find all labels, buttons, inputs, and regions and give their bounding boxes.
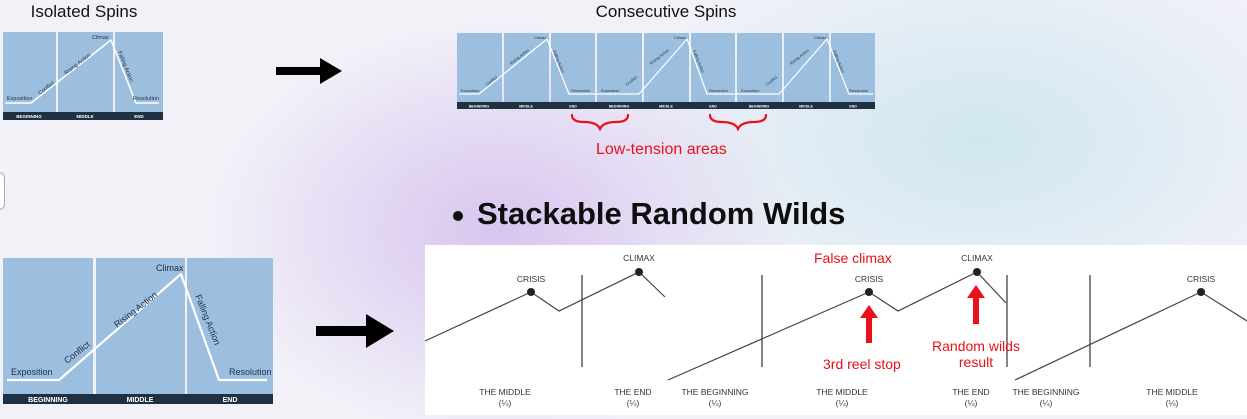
label-exposition: Exposition xyxy=(11,367,53,377)
arc-line-3 xyxy=(1014,291,1247,381)
pane-end xyxy=(187,258,273,394)
bullet-heading-text: Stackable Random Wilds xyxy=(477,196,846,231)
bar-label-8: MIDDLE xyxy=(799,105,813,109)
section-quarter-5: (¼) xyxy=(965,398,978,408)
random-wilds-panel: CRISIS CLIMAX CRISIS CLIMAX CRISIS THE M… xyxy=(425,245,1247,415)
arc-label-climax-3: Climax xyxy=(814,35,826,40)
crisis-label-3: CRISIS xyxy=(1187,274,1216,284)
crisis-point-1 xyxy=(527,288,535,296)
story-arc-line xyxy=(7,272,267,382)
climax-point-1 xyxy=(635,268,643,276)
arrow-right-icon xyxy=(316,314,394,348)
bar-label-2: MIDDLE xyxy=(519,105,533,109)
section-label-middle-3: THE MIDDLE xyxy=(1146,387,1198,397)
pane-beginning xyxy=(3,32,56,112)
label-bar xyxy=(457,102,875,109)
consecutive-spins-diagram: Exposition Conflict Rising Action Climax… xyxy=(457,33,875,109)
heading-isolated-spins: Isolated Spins xyxy=(30,2,138,21)
climax-point-2 xyxy=(973,268,981,276)
arc-label-climax-2: Climax xyxy=(674,35,686,40)
bullet-heading: Stackable Random Wilds xyxy=(453,196,845,232)
arc-label-exposition-3: Exposition xyxy=(741,88,759,93)
pane-1 xyxy=(457,33,502,102)
section-label-end-1: THE END xyxy=(614,387,651,397)
arc-label-climax-1: Climax xyxy=(534,35,546,40)
curly-brace-icon xyxy=(708,113,768,131)
random-wilds-diagram: CRISIS CLIMAX CRISIS CLIMAX CRISIS THE M… xyxy=(425,253,1247,408)
story-arc-line xyxy=(5,39,159,104)
repeated-story-arc xyxy=(459,38,873,95)
section-quarter-7: (¼) xyxy=(1166,398,1179,408)
curly-brace-icon xyxy=(570,113,630,131)
section-quarter-3: (¼) xyxy=(709,398,722,408)
false-climax-label: False climax xyxy=(814,250,892,266)
pane-8 xyxy=(784,33,829,102)
freytag-large-diagram: Exposition Conflict Rising Action Climax… xyxy=(3,258,273,404)
bar-label-9: END xyxy=(849,105,857,109)
section-label-end-2: THE END xyxy=(952,387,989,397)
crisis-point-2 xyxy=(865,288,873,296)
side-tab-handle[interactable] xyxy=(0,172,5,210)
crisis-label-1: CRISIS xyxy=(517,274,546,284)
bar-label-middle: MIDDLE xyxy=(76,114,93,119)
pane-beginning xyxy=(3,258,93,394)
label-climax: Climax xyxy=(92,35,109,41)
pane-middle xyxy=(96,258,185,394)
third-reel-stop-label: 3rd reel stop xyxy=(823,356,901,372)
label-bar xyxy=(3,112,163,120)
freytag-small-diagram: Exposition Conflict Rising Action Climax… xyxy=(3,32,163,120)
section-quarter-4: (¼) xyxy=(836,398,849,408)
random-wilds-result-label: Random wilds result xyxy=(932,338,1020,370)
bar-label-end: END xyxy=(134,114,144,119)
arc-label-resolution-2: Resolution xyxy=(709,88,728,93)
bar-label-3: END xyxy=(569,105,577,109)
arc-label-resolution-3: Resolution xyxy=(849,88,868,93)
arc-label-resolution-1: Resolution xyxy=(571,88,590,93)
pane-7 xyxy=(737,33,782,102)
bullet-dot-icon xyxy=(453,211,463,221)
bar-label-6: END xyxy=(709,105,717,109)
label-resolution: Resolution xyxy=(133,96,159,102)
section-quarter-1: (¼) xyxy=(499,398,512,408)
arc-label-exposition-2: Exposition xyxy=(601,88,619,93)
pane-5 xyxy=(644,33,689,102)
bar-label-1: BEGINNING xyxy=(469,105,490,109)
section-quarter-2: (¼) xyxy=(627,398,640,408)
bar-label-middle: MIDDLE xyxy=(127,397,154,404)
bar-label-beginning: BEGINNING xyxy=(16,114,42,119)
bar-label-7: BEGINNING xyxy=(749,105,770,109)
arc-line-1 xyxy=(425,271,666,342)
label-exposition: Exposition xyxy=(7,96,32,102)
pane-6 xyxy=(691,33,735,102)
label-bar xyxy=(3,394,273,404)
label-climax: Climax xyxy=(156,263,184,273)
climax-label-2: CLIMAX xyxy=(961,253,993,263)
label-resolution: Resolution xyxy=(229,367,272,377)
crisis-label-2: CRISIS xyxy=(855,274,884,284)
pane-4 xyxy=(597,33,642,102)
bar-label-5: MIDDLE xyxy=(659,105,673,109)
climax-label-1: CLIMAX xyxy=(623,253,655,263)
arrow-up-icon xyxy=(860,305,878,343)
section-label-middle-1: THE MIDDLE xyxy=(479,387,531,397)
low-tension-label: Low-tension areas xyxy=(596,141,727,158)
section-label-beginning-2: THE BEGINNING xyxy=(1012,387,1079,397)
crisis-point-3 xyxy=(1197,288,1205,296)
section-label-middle-2: THE MIDDLE xyxy=(816,387,868,397)
arrow-up-icon xyxy=(967,285,985,324)
arc-label-exposition-1: Exposition xyxy=(461,88,479,93)
arc-line-2 xyxy=(667,271,1007,381)
heading-consecutive-spins: Consecutive Spins xyxy=(595,2,737,21)
section-label-beginning-1: THE BEGINNING xyxy=(681,387,748,397)
section-quarter-6: (¼) xyxy=(1040,398,1053,408)
bar-label-4: BEGINNING xyxy=(609,105,630,109)
bar-label-end: END xyxy=(223,397,238,404)
bar-label-beginning: BEGINNING xyxy=(28,397,68,404)
arrow-right-icon xyxy=(276,58,342,84)
